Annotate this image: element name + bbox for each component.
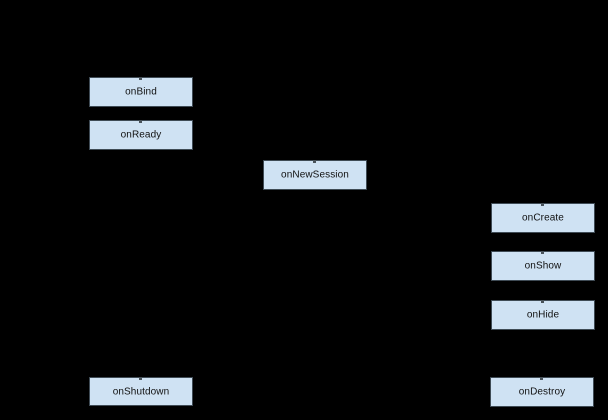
arrowhead-tip-icon (541, 300, 544, 303)
lifecycle-node-label: onHide (526, 309, 560, 321)
lifecycle-node-label: onShutdown (112, 386, 170, 397)
lifecycle-node-onready: onReady (89, 120, 193, 150)
lifecycle-node-oncreate: onCreate (491, 203, 595, 233)
lifecycle-node-label: onNewSession (281, 169, 349, 181)
arrowhead-tip-icon (541, 203, 544, 206)
arrowhead-tip-icon (139, 377, 142, 380)
arrowhead-tip-icon (139, 120, 142, 123)
lifecycle-node-ondestroy: onDestroy (490, 377, 594, 407)
lifecycle-node-label: onBind (125, 86, 157, 98)
lifecycle-node-onbind: onBind (89, 77, 193, 107)
lifecycle-node-onnewsession: onNewSession (263, 160, 367, 190)
arrowhead-tip-icon (541, 251, 544, 254)
lifecycle-node-onhide: onHide (491, 300, 595, 330)
lifecycle-node-label: onCreate (522, 212, 564, 224)
arrowhead-tip-icon (139, 77, 142, 80)
arrowhead-tip-icon (540, 377, 543, 380)
lifecycle-node-label: onShow (524, 260, 562, 272)
lifecycle-node-label: onDestroy (518, 386, 566, 398)
lifecycle-node-label: onReady (120, 129, 162, 141)
lifecycle-node-onshutdown: onShutdown (89, 377, 193, 406)
arrowhead-tip-icon (313, 160, 316, 163)
lifecycle-node-onshow: onShow (491, 251, 595, 281)
